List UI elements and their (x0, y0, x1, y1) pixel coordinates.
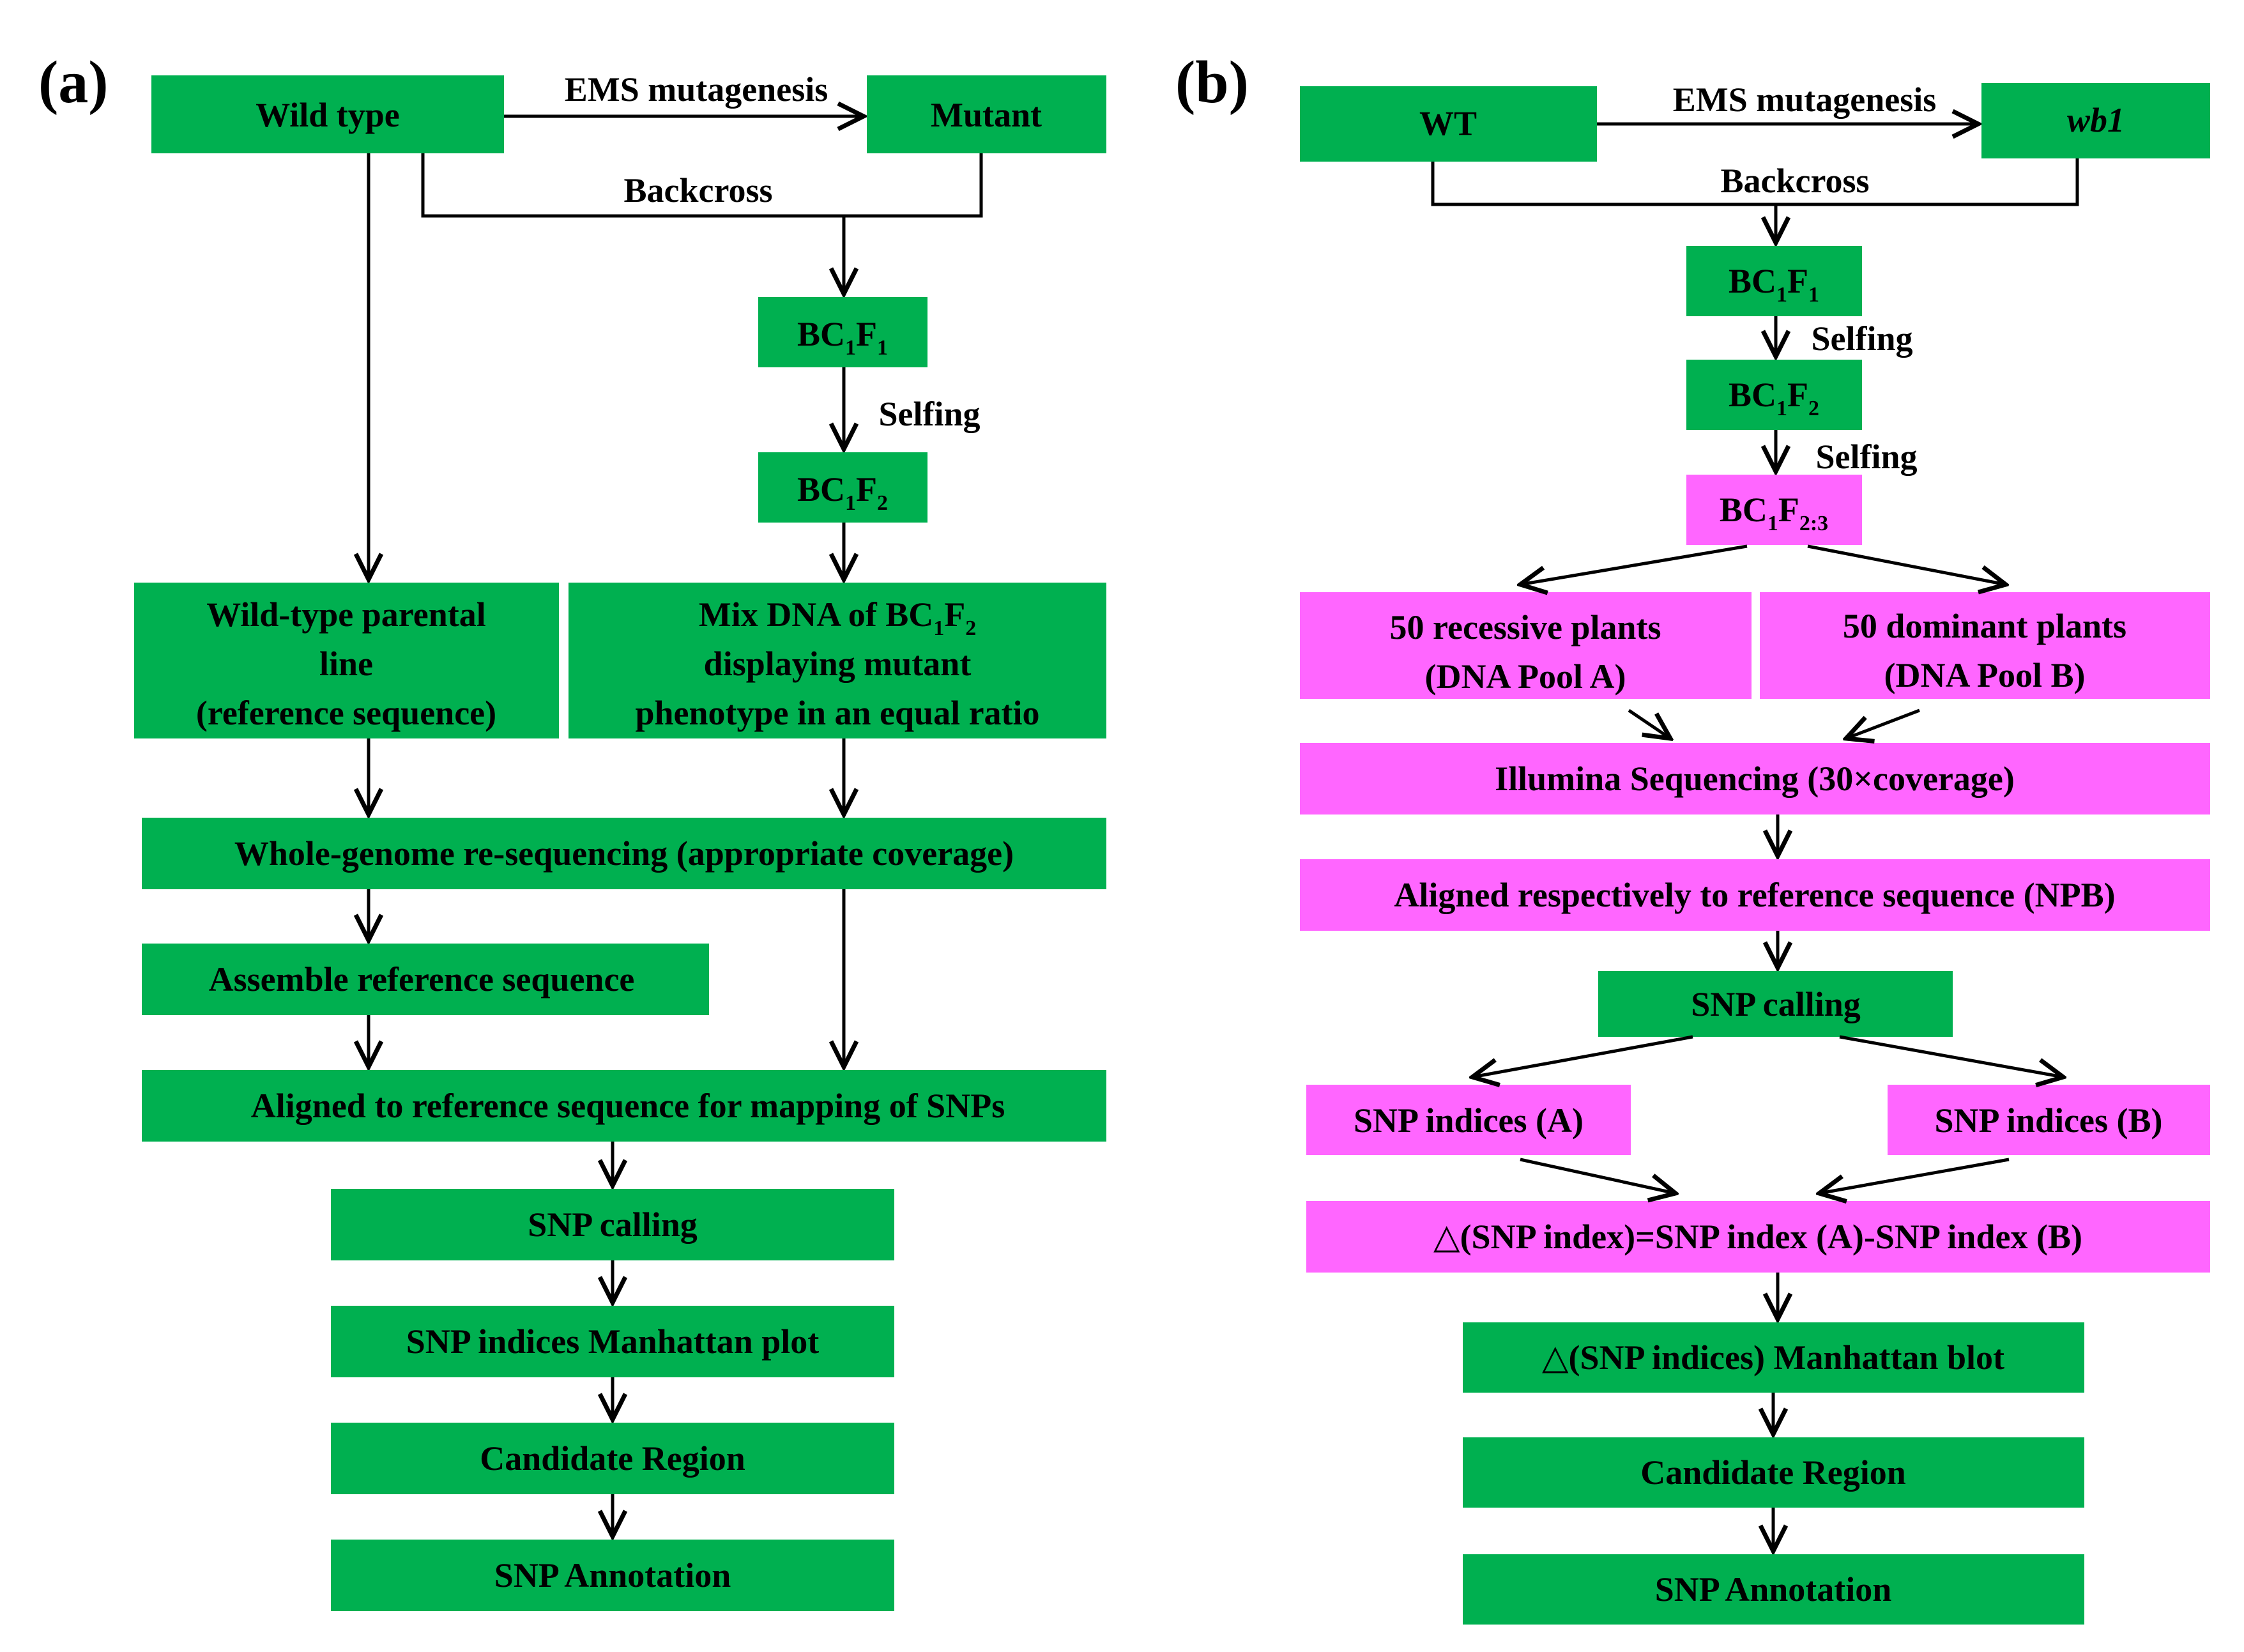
selfing-label-b2: Selfing (1815, 438, 1917, 476)
bc1f2-text-b: BC1F2 (1729, 376, 1819, 420)
wt-parental-line1: Wild-type parental (206, 595, 486, 634)
wgs-text: Whole-genome re-sequencing (appropriate … (234, 834, 1014, 873)
pool-a-line1: 50 recessive plants (1390, 608, 1661, 646)
indices-a-to-delta-arrow (1520, 1158, 1675, 1193)
annotation-text-b: SNP Annotation (1655, 1570, 1892, 1609)
snp-calling-box-a (331, 1189, 894, 1260)
panel-a-label: (a) (38, 49, 109, 116)
indices-a-text: SNP indices (A) (1354, 1101, 1584, 1140)
aligned-snps-text: Aligned to reference sequence for mappin… (251, 1087, 1005, 1125)
pool-b-line1: 50 dominant plants (1843, 607, 2126, 645)
split-arrow-pool-a (1520, 544, 1748, 585)
selfing-label-b1: Selfing (1811, 319, 1912, 358)
illumina-box (1300, 743, 2210, 815)
pool-a-line2: (DNA Pool A) (1425, 657, 1626, 696)
ems-mutagenesis-label-a: EMS mutagenesis (565, 70, 828, 109)
candidate-box-a (331, 1423, 894, 1494)
wild-type-text: Wild type (256, 96, 400, 134)
pool-a-to-illumina-arrow (1628, 708, 1670, 738)
backcross-bracket-a (421, 153, 983, 218)
annotation-box-b (1463, 1554, 2084, 1625)
selfing-label-a: Selfing (878, 395, 980, 433)
pool-b-box (1760, 592, 2210, 699)
wgs-box (142, 818, 1106, 889)
mix-dna-line3: phenotype in an equal ratio (635, 694, 1039, 732)
annotation-text-a: SNP Annotation (494, 1556, 731, 1595)
bc1f1-text-b: BC1F1 (1729, 262, 1819, 307)
assemble-reference-text: Assemble reference sequence (209, 960, 635, 998)
manhattan-text-b: △(SNP indices) Manhattan blot (1542, 1338, 2004, 1377)
bc1f1-text-a: BC1F1 (797, 315, 888, 360)
wt-box (1300, 86, 1597, 162)
bc1f23-box (1686, 475, 1862, 545)
mix-dna-line1: Mix DNA of BC1F2 (699, 595, 976, 640)
mix-dna-line2: displaying mutant (704, 645, 972, 683)
snp-calling-text-a: SNP calling (528, 1205, 698, 1244)
bc1f23-text: BC1F2:3 (1720, 491, 1828, 535)
candidate-text-a: Candidate Region (480, 1439, 745, 1478)
mutant-text: Mutant (931, 96, 1042, 134)
delta-text: △(SNP index)=SNP index (A)-SNP index (B) (1433, 1218, 2082, 1256)
ems-mutagenesis-label-b: EMS mutagenesis (1673, 80, 1937, 119)
wb1-box (1981, 83, 2210, 158)
backcross-label-a: Backcross (623, 171, 772, 210)
pool-b-line2: (DNA Pool B) (1884, 656, 2086, 694)
snp-calling-text-b: SNP calling (1691, 985, 1861, 1023)
bc1f2-box-b (1686, 360, 1862, 430)
mix-dna-box (569, 583, 1106, 738)
indices-a-box (1306, 1085, 1631, 1155)
wb1-text: wb1 (2067, 101, 2125, 139)
split-arrow-pool-b (1807, 544, 2006, 585)
aligned-npb-box (1300, 859, 2210, 931)
wt-parental-line3: (reference sequence) (196, 694, 496, 732)
wt-parental-line2: line (319, 645, 373, 683)
annotation-box-a (331, 1540, 894, 1611)
backcross-bracket-b (1431, 158, 2079, 206)
indices-b-to-delta-arrow (1819, 1158, 2010, 1193)
calling-to-indices-b-arrow (1839, 1035, 2063, 1077)
assemble-reference-box (142, 944, 709, 1015)
bc1f2-text-a: BC1F2 (797, 470, 888, 515)
pool-a-box (1300, 592, 1752, 699)
candidate-text-b: Candidate Region (1640, 1453, 1906, 1492)
wild-type-box (151, 75, 504, 153)
bc1f2-box-a (758, 452, 927, 523)
mutant-box (867, 75, 1106, 153)
wild-type-parental-box (134, 583, 559, 738)
indices-b-text: SNP indices (B) (1934, 1101, 2162, 1140)
snp-calling-box-b (1598, 971, 1953, 1037)
panel-a: (a) Wild type Mutant EMS mutagenesis Bac… (38, 49, 1106, 1611)
bc1f1-box-b (1686, 246, 1862, 316)
panel-b-label: (b) (1175, 49, 1249, 116)
pool-b-to-illumina-arrow (1846, 708, 1920, 738)
bc1f1-box-a (758, 297, 927, 367)
panel-b: (b) WT wb1 EMS mutagenesis Backcross BC1… (1175, 49, 2210, 1625)
aligned-snps-box (142, 1070, 1106, 1142)
wt-text: WT (1419, 104, 1477, 142)
candidate-box-b (1463, 1437, 2084, 1508)
illumina-text: Illumina Sequencing (30×coverage) (1495, 760, 2015, 798)
backcross-label-b: Backcross (1720, 162, 1869, 200)
manhattan-box-b (1463, 1322, 2084, 1393)
manhattan-text-a: SNP indices Manhattan plot (406, 1322, 820, 1361)
indices-b-box (1888, 1085, 2210, 1155)
manhattan-box-a (331, 1306, 894, 1377)
aligned-npb-text: Aligned respectively to reference sequen… (1394, 876, 2115, 914)
calling-to-indices-a-arrow (1472, 1035, 1693, 1077)
delta-box (1306, 1201, 2210, 1273)
